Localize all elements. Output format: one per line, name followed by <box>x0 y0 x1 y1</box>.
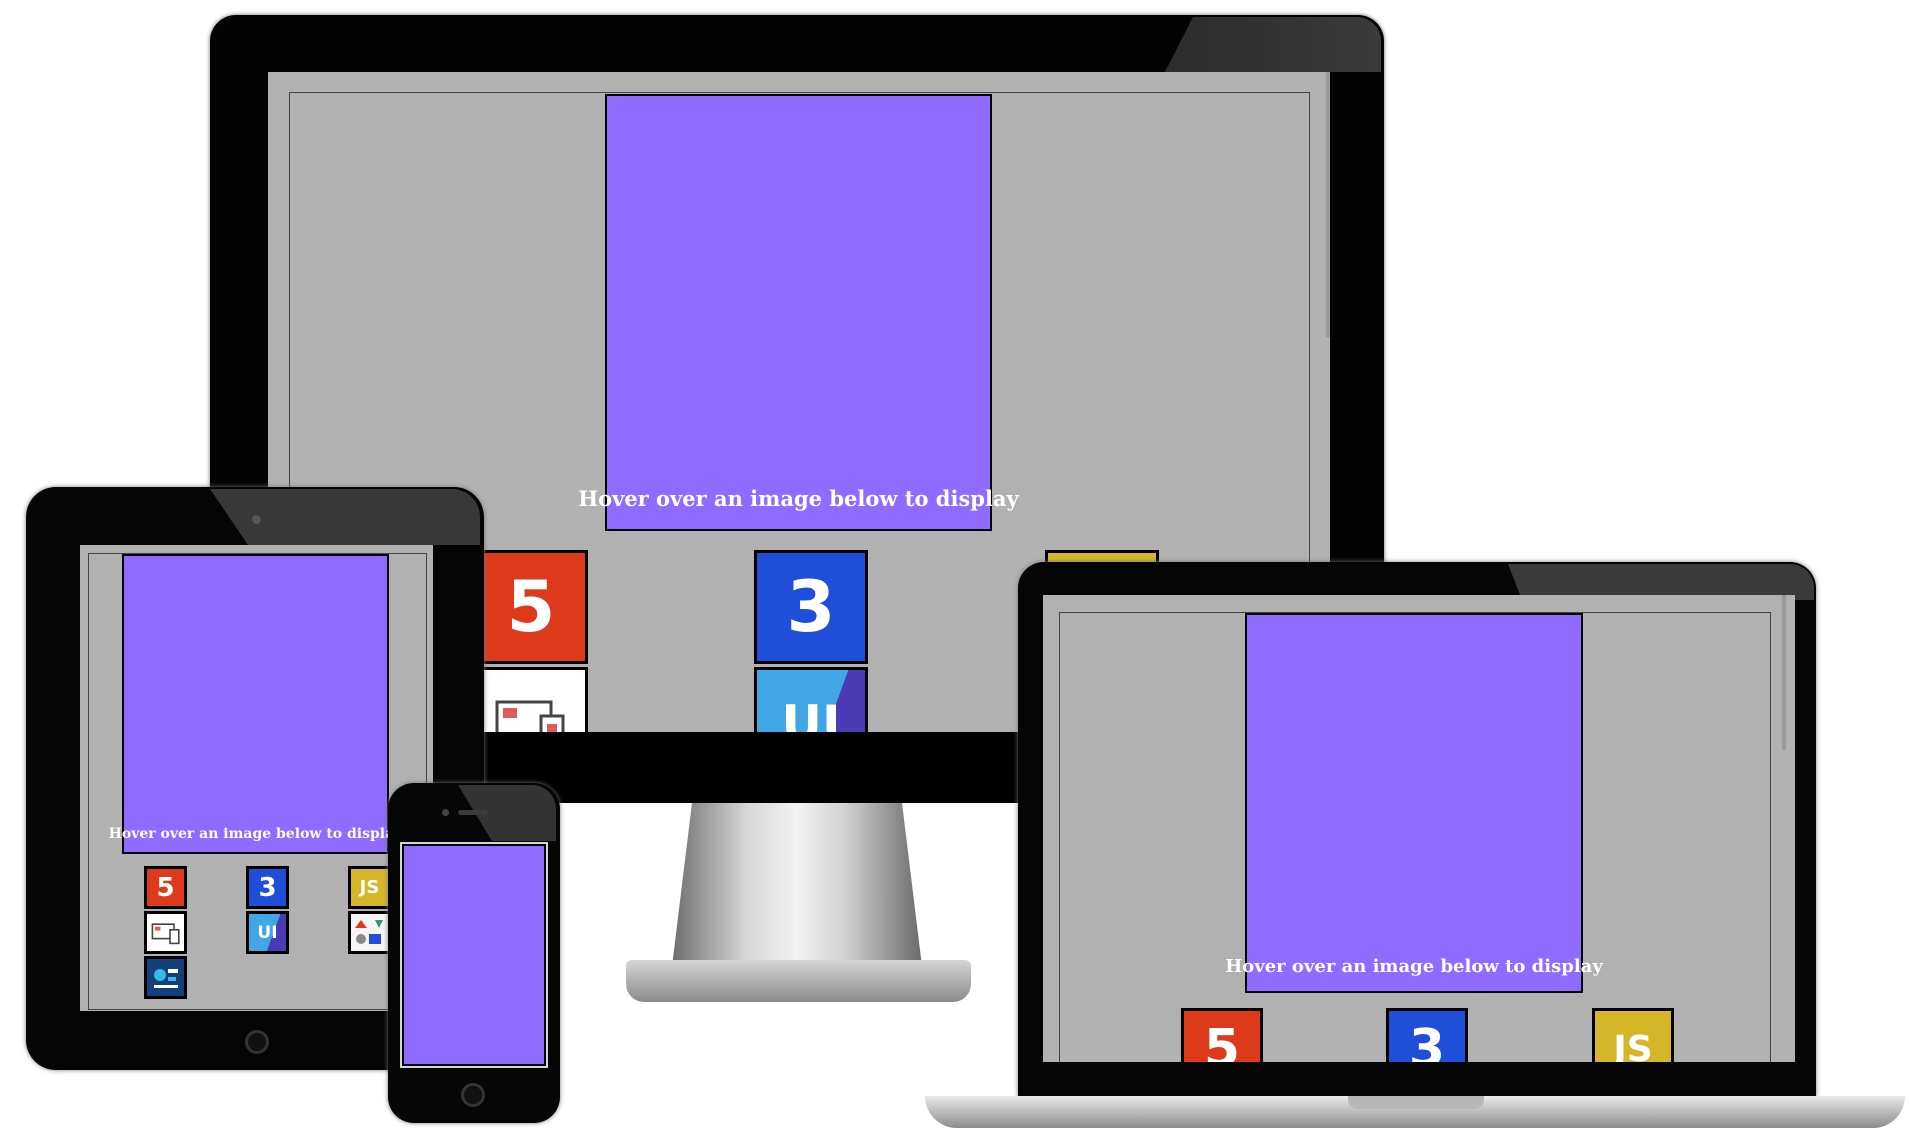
phone-camera <box>442 809 449 816</box>
tablet-glare <box>210 489 480 545</box>
tablet-screen: Hover over an image below to display 5 3… <box>80 545 433 1011</box>
thumb-responsive[interactable] <box>144 911 187 954</box>
css3-logo-icon: 3 <box>1408 1019 1446 1062</box>
gallery-display: Hover over an image below to display <box>578 94 1019 531</box>
laptop-glare <box>1508 564 1814 600</box>
laptop-screen: Hover over an image below to display 5 3… <box>1043 595 1795 1062</box>
frameworks-icon <box>351 914 388 951</box>
thumb-css[interactable]: 3 <box>246 866 289 909</box>
phone-speaker <box>458 810 488 815</box>
html5-logo-icon: 5 <box>156 872 175 903</box>
ui-design-icon: UI <box>257 922 278 943</box>
phone-home-button[interactable] <box>461 1083 485 1107</box>
laptop-notch <box>1348 1096 1484 1109</box>
gallery-display: Hover over an image below to display <box>109 554 402 854</box>
monitor-scrollbar[interactable] <box>1326 72 1330 337</box>
gallery-display: Hover over an image below to display <box>1225 613 1603 993</box>
thumb-ui[interactable]: UI <box>246 911 289 954</box>
laptop-scrollbar[interactable] <box>1782 595 1786 750</box>
thumb-html[interactable]: 5 <box>144 866 187 909</box>
gallery-frame <box>289 92 1310 732</box>
display-text: Hover over an image below to display <box>108 826 403 842</box>
thumb-responsive[interactable] <box>474 667 588 732</box>
monitor-glare <box>1165 17 1381 72</box>
html5-logo-icon: 5 <box>1203 1019 1241 1062</box>
display-text: Hover over an image below to display <box>578 486 1019 511</box>
monitor-stand <box>672 803 922 967</box>
gallery-frame <box>1059 612 1771 1062</box>
thumb-data[interactable] <box>144 956 187 999</box>
css3-logo-icon: 3 <box>258 872 277 903</box>
thumb-js[interactable]: JS <box>348 866 391 909</box>
thumb-ui[interactable]: UI <box>754 667 868 732</box>
monitor-base <box>626 960 971 1002</box>
ui-design-icon: UI <box>781 695 841 732</box>
thumb-frameworks[interactable] <box>348 911 391 954</box>
display-text: Hover over an image below to display <box>1225 956 1603 977</box>
javascript-logo-icon: JS <box>1613 1028 1653 1063</box>
responsive-design-icon <box>477 670 585 732</box>
thumb-js[interactable]: JS <box>1592 1008 1674 1062</box>
thumb-css[interactable]: 3 <box>1386 1008 1468 1062</box>
css3-logo-icon: 3 <box>786 566 836 648</box>
data-analytics-icon <box>147 959 184 996</box>
javascript-logo-icon: JS <box>359 877 380 898</box>
html5-logo-icon: 5 <box>506 566 556 648</box>
thumb-html[interactable]: 5 <box>1181 1008 1263 1062</box>
tablet-home-button[interactable] <box>245 1030 269 1054</box>
responsive-design-icon <box>147 914 184 951</box>
thumb-html[interactable]: 5 <box>474 550 588 664</box>
gallery-display <box>402 844 546 1066</box>
gallery-frame <box>88 553 427 1010</box>
tablet-camera <box>252 515 261 524</box>
thumb-css[interactable]: 3 <box>754 550 868 664</box>
phone-screen <box>400 842 548 1068</box>
